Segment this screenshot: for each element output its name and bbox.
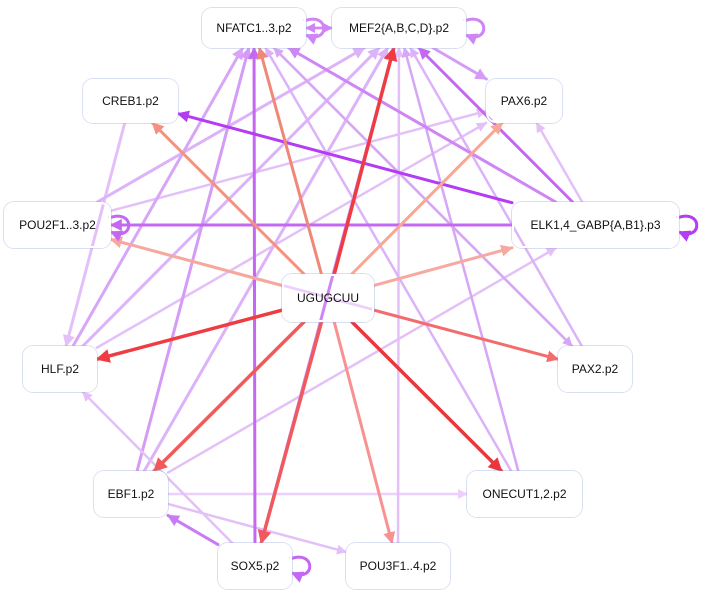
edge-sox5-to-ebf1 — [166, 513, 220, 547]
self-loop-pou2f1 — [108, 214, 131, 242]
self-loop-mef2 — [463, 17, 486, 45]
edge-mef2-to-pax6 — [431, 46, 488, 81]
node-elk1[interactable]: ELK1,4_GABP{A,B1}.p3 — [512, 202, 679, 248]
edge-ugugcuu-to-onecut — [350, 320, 504, 473]
node-pax2[interactable]: PAX2.p2 — [558, 346, 632, 392]
edge-ugugcuu-to-pax2 — [372, 308, 560, 363]
self-loop-nfatc — [303, 17, 326, 45]
edge-pou3f1-to-mef2 — [393, 46, 404, 545]
node-label: PAX6.p2 — [500, 94, 548, 108]
edge-elk1-to-mef2 — [417, 46, 575, 204]
edge-hlf-to-nfatc — [71, 46, 245, 348]
edge-ugugcuu-to-pou2f1 — [109, 236, 284, 288]
edge-ugugcuu-to-ebf1 — [152, 320, 306, 473]
node-label: SOX5.p2 — [230, 559, 280, 573]
node-label: UGUGCUU — [297, 291, 359, 305]
node-hlf[interactable]: HLF.p2 — [23, 346, 97, 392]
node-label: PAX2.p2 — [571, 362, 619, 376]
edge-ebf1-to-pou3f1 — [166, 502, 348, 555]
node-pou2f1[interactable]: POU2F1..3.p2 — [4, 202, 111, 248]
node-nfatc[interactable]: NFATC1..3.p2 — [202, 8, 306, 48]
edge-ugugcuu-to-nfatc — [256, 46, 323, 276]
node-onecut[interactable]: ONECUT1,2.p2 — [467, 471, 582, 517]
edge-ugugcuu-to-sox5 — [257, 320, 324, 545]
edge-ebf1-to-elk1 — [166, 246, 558, 474]
edge-hlf-to-mef2 — [81, 46, 381, 348]
self-loop-elk1 — [676, 214, 699, 242]
edge-ugugcuu-to-mef2 — [332, 46, 398, 276]
edge-ugugcuu-to-pou3f1 — [332, 320, 396, 545]
node-label: EBF1.p2 — [107, 487, 155, 501]
edge-ugugcuu-to-pax6 — [350, 121, 504, 276]
node-creb1[interactable]: CREB1.p2 — [83, 79, 178, 123]
edge-sox5-to-nfatc — [248, 46, 261, 545]
edge-elk1-to-creb1 — [176, 110, 514, 205]
node-label: CREB1.p2 — [102, 94, 159, 108]
edge-ugugcuu-to-hlf — [95, 308, 284, 363]
node-ugugcuu[interactable]: UGUGCUU — [282, 274, 374, 322]
node-label: ELK1,4_GABP{A,B1}.p3 — [530, 218, 661, 232]
edge-pou2f1-to-pax6 — [109, 108, 488, 213]
self-loop-sox5 — [289, 555, 312, 583]
node-ebf1[interactable]: EBF1.p2 — [94, 471, 168, 517]
node-label: HLF.p2 — [40, 362, 80, 376]
edge-pax2-to-nfatc — [272, 46, 574, 348]
edge-elk1-to-nfatc — [287, 46, 558, 204]
node-mef2[interactable]: MEF2{A,B,C,D}.p2 — [332, 8, 466, 48]
node-pax6[interactable]: PAX6.p2 — [486, 79, 562, 123]
edge-ugugcuu-to-elk1 — [372, 244, 514, 287]
edge-onecut-to-nfatc — [264, 46, 513, 473]
edge-ugugcuu-to-creb1 — [151, 121, 306, 276]
node-label: ONECUT1,2.p2 — [482, 487, 567, 501]
node-sox5[interactable]: SOX5.p2 — [218, 543, 292, 589]
edge-onecut-to-mef2 — [401, 46, 520, 473]
node-label: MEF2{A,B,C,D}.p2 — [348, 21, 450, 35]
edge-hlf-to-pax6 — [95, 121, 488, 349]
node-pou3f1[interactable]: POU3F1..4.p2 — [346, 543, 450, 589]
edge-creb1-to-hlf — [62, 121, 127, 348]
node-label: POU3F1..4.p2 — [359, 559, 437, 573]
node-label: NFATC1..3.p2 — [216, 21, 292, 35]
edge-pou2f1-to-mef2 — [95, 46, 366, 204]
node-label: POU2F1..3.p2 — [19, 218, 96, 232]
edge-ebf1-to-nfatc — [135, 46, 252, 473]
edge-elk1-to-pax6 — [535, 121, 584, 204]
edge-ebf1-to-mef2 — [142, 46, 389, 473]
